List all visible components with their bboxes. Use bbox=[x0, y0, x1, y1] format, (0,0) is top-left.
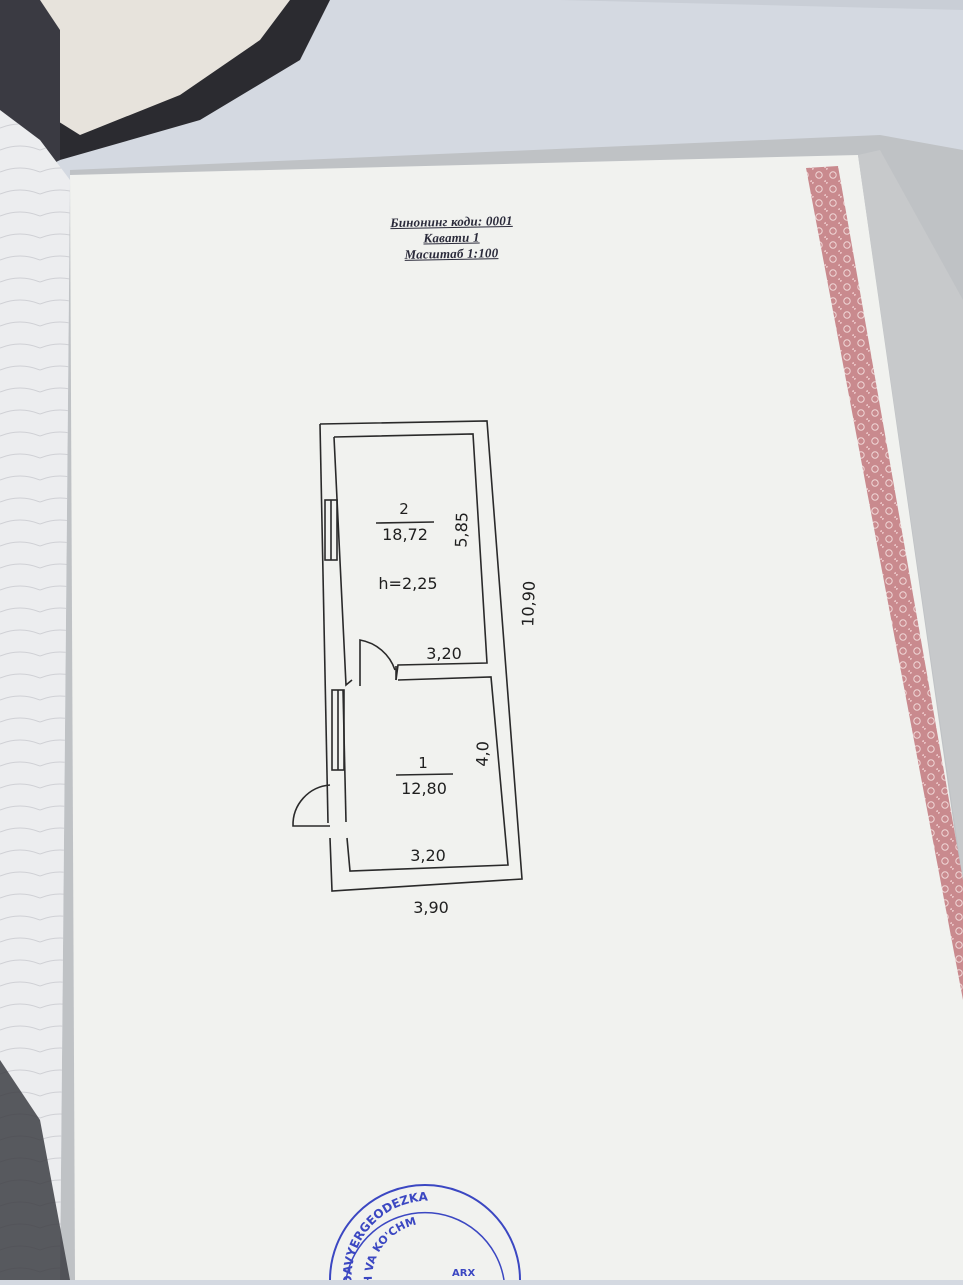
ornament-border bbox=[806, 166, 963, 1000]
room-1-number: 1 bbox=[418, 754, 428, 772]
room-1-area: 12,80 bbox=[401, 779, 447, 798]
room-2-width: 3,20 bbox=[426, 644, 462, 663]
background-objects bbox=[0, 0, 963, 190]
room-1-length: 4,0 bbox=[473, 741, 493, 767]
room-1-width: 3,20 bbox=[410, 846, 446, 865]
floor-plan bbox=[292, 420, 523, 892]
paper-sheet bbox=[70, 155, 963, 1280]
total-length: 10,90 bbox=[518, 581, 539, 627]
room-2-area: 18,72 bbox=[382, 525, 428, 544]
total-width: 3,90 bbox=[413, 898, 449, 917]
stamp-text-bottom: ARX bbox=[452, 1268, 475, 1279]
room-2-number: 2 bbox=[399, 500, 409, 518]
room-2-length: 5,85 bbox=[451, 512, 471, 548]
room-2-height: h=2,25 bbox=[378, 574, 437, 593]
